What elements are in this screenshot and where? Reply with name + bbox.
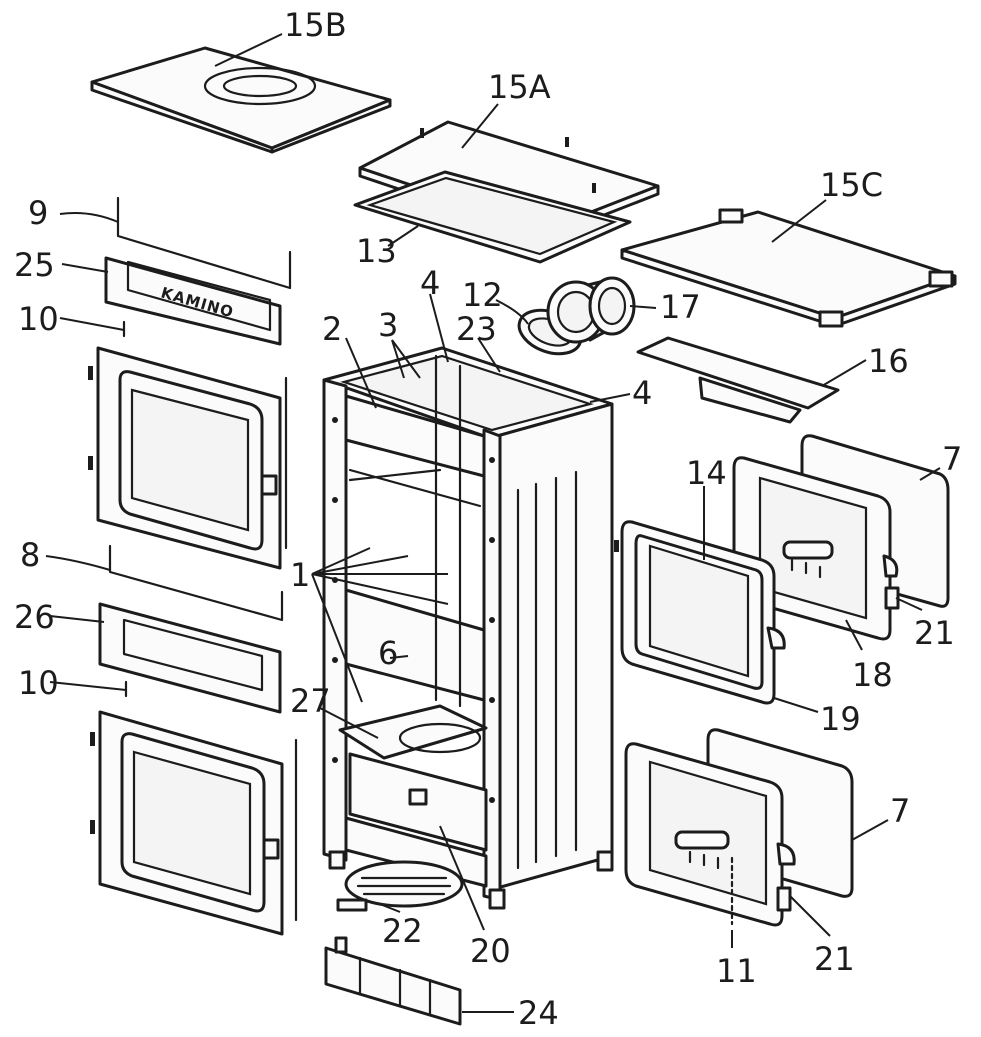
label-24: 24 [518, 994, 559, 1032]
label-16: 16 [868, 342, 909, 380]
part-labels: 15B 15A 15C 9 25 10 13 12 17 4 4 2 3 23 … [14, 6, 962, 1032]
label-15a: 15A [488, 68, 551, 106]
label-13: 13 [356, 232, 397, 270]
lower-door-frame-left [90, 710, 284, 936]
label-6: 6 [378, 634, 398, 672]
label-10-lower: 10 [18, 664, 59, 702]
label-4-top: 4 [420, 264, 440, 302]
part-25-name-plate: KAMINO [104, 256, 282, 346]
part-15c-rear-plate [620, 208, 957, 328]
label-4-right: 4 [632, 374, 652, 412]
part-15b-top-cover [90, 46, 392, 154]
label-14: 14 [686, 454, 727, 492]
part-24-ash-pan [324, 936, 462, 1026]
label-25: 25 [14, 246, 55, 284]
label-7-lower: 7 [890, 792, 910, 830]
stove-body-carcass [322, 346, 614, 910]
label-9: 9 [28, 194, 48, 232]
label-21-upper: 21 [914, 614, 955, 652]
part-16-baffle [636, 336, 840, 424]
label-19: 19 [820, 700, 861, 738]
label-3: 3 [378, 306, 398, 344]
label-7-upper: 7 [942, 440, 962, 478]
label-27: 27 [290, 682, 331, 720]
label-10-upper: 10 [18, 300, 59, 338]
label-15c: 15C [820, 166, 883, 204]
label-20: 20 [470, 932, 511, 970]
label-26: 26 [14, 598, 55, 636]
part-9-gasket [116, 196, 292, 290]
label-2: 2 [322, 310, 342, 348]
label-18: 18 [852, 656, 893, 694]
part-19-upper-door [614, 520, 786, 705]
part-22-grate [336, 860, 464, 912]
part-13-gasket [353, 170, 632, 264]
label-12: 12 [462, 276, 503, 314]
label-11: 11 [716, 952, 757, 990]
label-17: 17 [660, 288, 701, 326]
label-21-lower: 21 [814, 940, 855, 978]
part-17-flue-collar [546, 276, 636, 344]
label-15b: 15B [284, 6, 347, 44]
lower-ash-door-front [624, 742, 796, 927]
part-26-ash-plate [98, 602, 282, 714]
upper-door-frame-left [88, 346, 282, 570]
label-8: 8 [20, 536, 40, 574]
label-23: 23 [456, 310, 497, 348]
leader-lines [45, 33, 941, 1013]
label-22: 22 [382, 912, 423, 950]
label-1: 1 [290, 556, 310, 594]
part-8-gasket [108, 544, 284, 622]
